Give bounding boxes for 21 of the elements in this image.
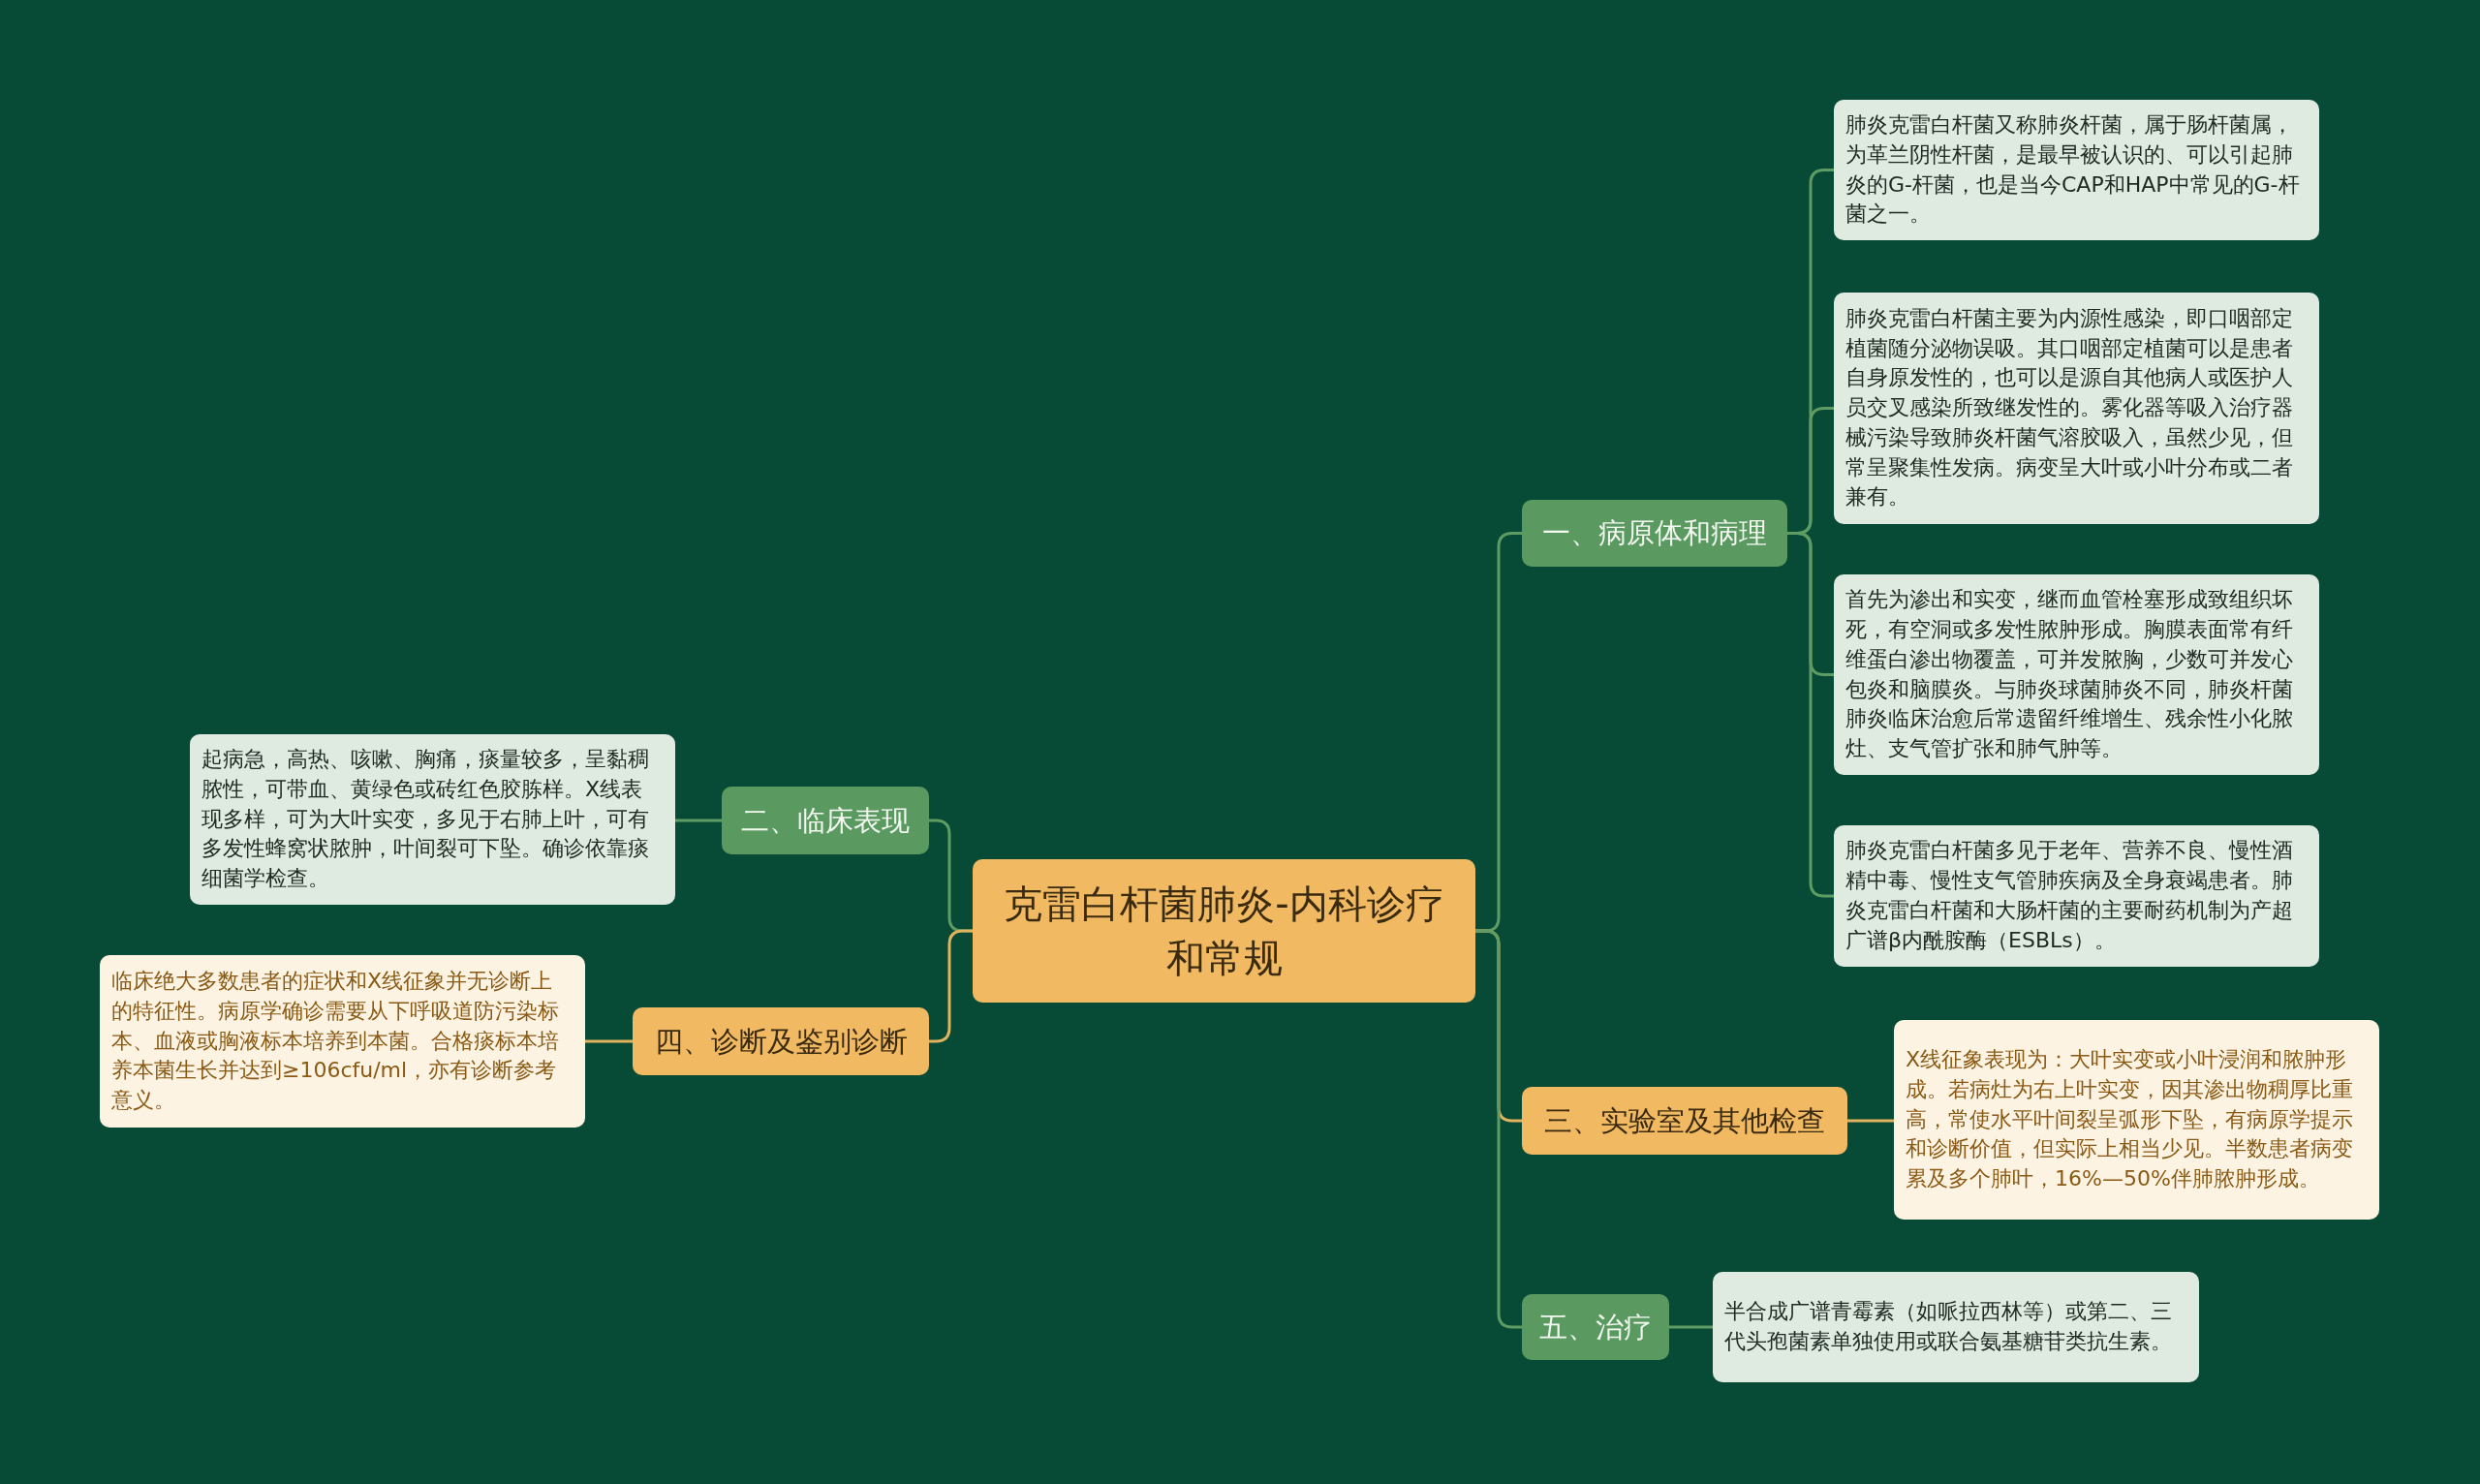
- branch-box: 二、临床表现: [722, 787, 929, 854]
- branch-box: 一、病原体和病理: [1522, 500, 1787, 567]
- note-box: 肺炎克雷白杆菌主要为内源性感染，即口咽部定植菌随分泌物误吸。其口咽部定植菌可以是患者自身原发性的，也可以是源自其他病人或医护人员交叉感染所致继发性的。雾化器等吸入治疗器械污染导致肺炎杆菌气溶胶吸入，虽然少见，但常呈聚集性发病。病变呈大叶或小叶分布或二者兼有。: [1834, 293, 2319, 524]
- connector-line: [1475, 929, 1522, 1329]
- note-box: 肺炎克雷白杆菌多见于老年、营养不良、慢性酒精中毒、慢性支气管肺疾病及全身衰竭患者。肺炎克雷白杆菌和大肠杆菌的主要耐药机制为产超广谱β内酰胺酶（ESBLs）。: [1834, 825, 2319, 967]
- branch-box: 五、治疗: [1522, 1294, 1669, 1360]
- connector-line: [585, 1039, 633, 1043]
- note-box: 临床绝大多数患者的症状和X线征象并无诊断上的特征性。病原学确诊需要从下呼吸道防污染标本、血液或胸液标本培养到本菌。合格痰标本培养本菌生长并达到≥106cfu/ml，亦有诊断参考意义。: [100, 955, 585, 1128]
- branch-box: 三、实验室及其他检查: [1522, 1087, 1847, 1155]
- note-box: 首先为渗出和实变，继而血管栓塞形成致组织坏死，有空洞或多发性脓肿形成。胸膜表面常有纤维蛋白渗出物覆盖，可并发脓胸，少数可并发心包炎和脑膜炎。与肺炎球菌肺炎不同，肺炎杆菌肺炎临床治愈后常遗留纤维增生、残余性小化脓灶、支气管扩张和肺气肿等。: [1834, 574, 2319, 775]
- connector-line: [1847, 1119, 1894, 1123]
- connector-line: [929, 929, 973, 1043]
- note-box: 半合成广谱青霉素（如哌拉西林等）或第二、三代头孢菌素单独使用或联合氨基糖苷类抗生素。: [1713, 1272, 2199, 1382]
- note-box: X线征象表现为：大叶实变或小叶浸润和脓肿形成。若病灶为右上叶实变，因其渗出物稠厚比重高，常使水平叶间裂呈弧形下坠，有病原学提示和诊断价值，但实际上相当少见。半数患者病变累及多个肺叶，16%—50%伴肺脓肿形成。: [1894, 1020, 2379, 1220]
- note-box: 起病急，高热、咳嗽、胸痛，痰量较多，呈黏稠脓性，可带血、黄绿色或砖红色胶胨样。X线表现多样，可为大叶实变，多见于右肺上叶，可有多发性蜂窝状脓肿，叶间裂可下坠。确诊依靠痰细菌学检查。: [190, 734, 675, 905]
- topic-box: 克雷白杆菌肺炎-内科诊疗和常规: [973, 859, 1475, 1003]
- connector-line: [1669, 1325, 1713, 1329]
- connector-line: [675, 819, 722, 822]
- connector-line: [1787, 532, 1834, 898]
- note-box: 肺炎克雷白杆菌又称肺炎杆菌，属于肠杆菌属，为革兰阴性杆菌，是最早被认识的、可以引起肺炎的G-杆菌，也是当今CAP和HAP中常见的G-杆菌之一。: [1834, 100, 2319, 240]
- branch-box: 四、诊断及鉴别诊断: [633, 1007, 929, 1075]
